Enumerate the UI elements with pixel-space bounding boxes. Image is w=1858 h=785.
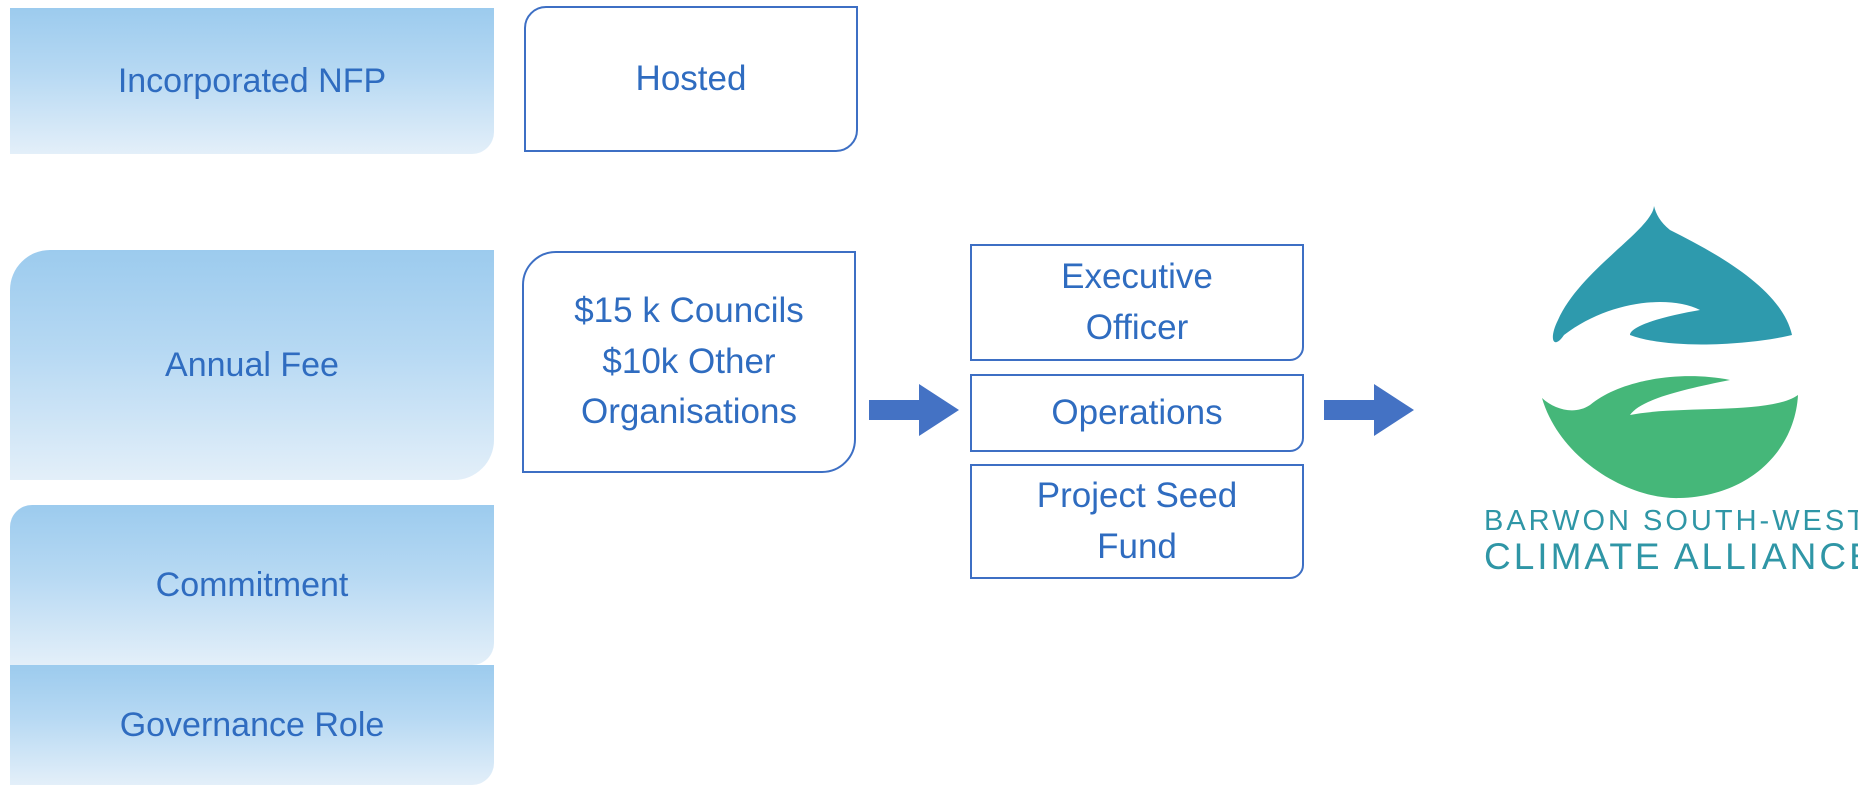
governance-role-block: Governance Role [10,665,494,785]
hosted-box: Hosted [524,6,858,152]
hosted-label: Hosted [635,58,747,98]
incorporated-nfp-label: Incorporated NFP [117,61,387,100]
annual-fee-label: Annual Fee [165,345,339,384]
logo-line-2: CLIMATE ALLIANCE [1484,536,1858,577]
logo-line-1: BARWON SOUTH-WEST [1484,505,1858,537]
annual-fee-block: Annual Fee [10,250,494,480]
operations-box: Operations [970,374,1304,452]
fees-box: $15 k Councils $10k Other Organisations [522,251,856,473]
executive-officer-label: Executive Officer [1061,256,1213,347]
executive-officer-box: Executive Officer [970,244,1304,361]
commitment-label: Commitment [155,565,349,604]
incorporated-nfp-block: Incorporated NFP [10,8,494,154]
project-seed-fund-box: Project Seed Fund [970,464,1304,579]
right-arrow-icon [869,384,959,436]
right-arrow-icon [1324,384,1414,436]
climate-alliance-logo-icon [1542,206,1798,499]
governance-role-label: Governance Role [119,705,385,744]
fees-label: $15 k Councils $10k Other Organisations [574,290,804,432]
operations-label: Operations [1051,392,1223,432]
project-seed-fund-label: Project Seed Fund [1036,475,1238,566]
commitment-block: Commitment [10,505,494,665]
